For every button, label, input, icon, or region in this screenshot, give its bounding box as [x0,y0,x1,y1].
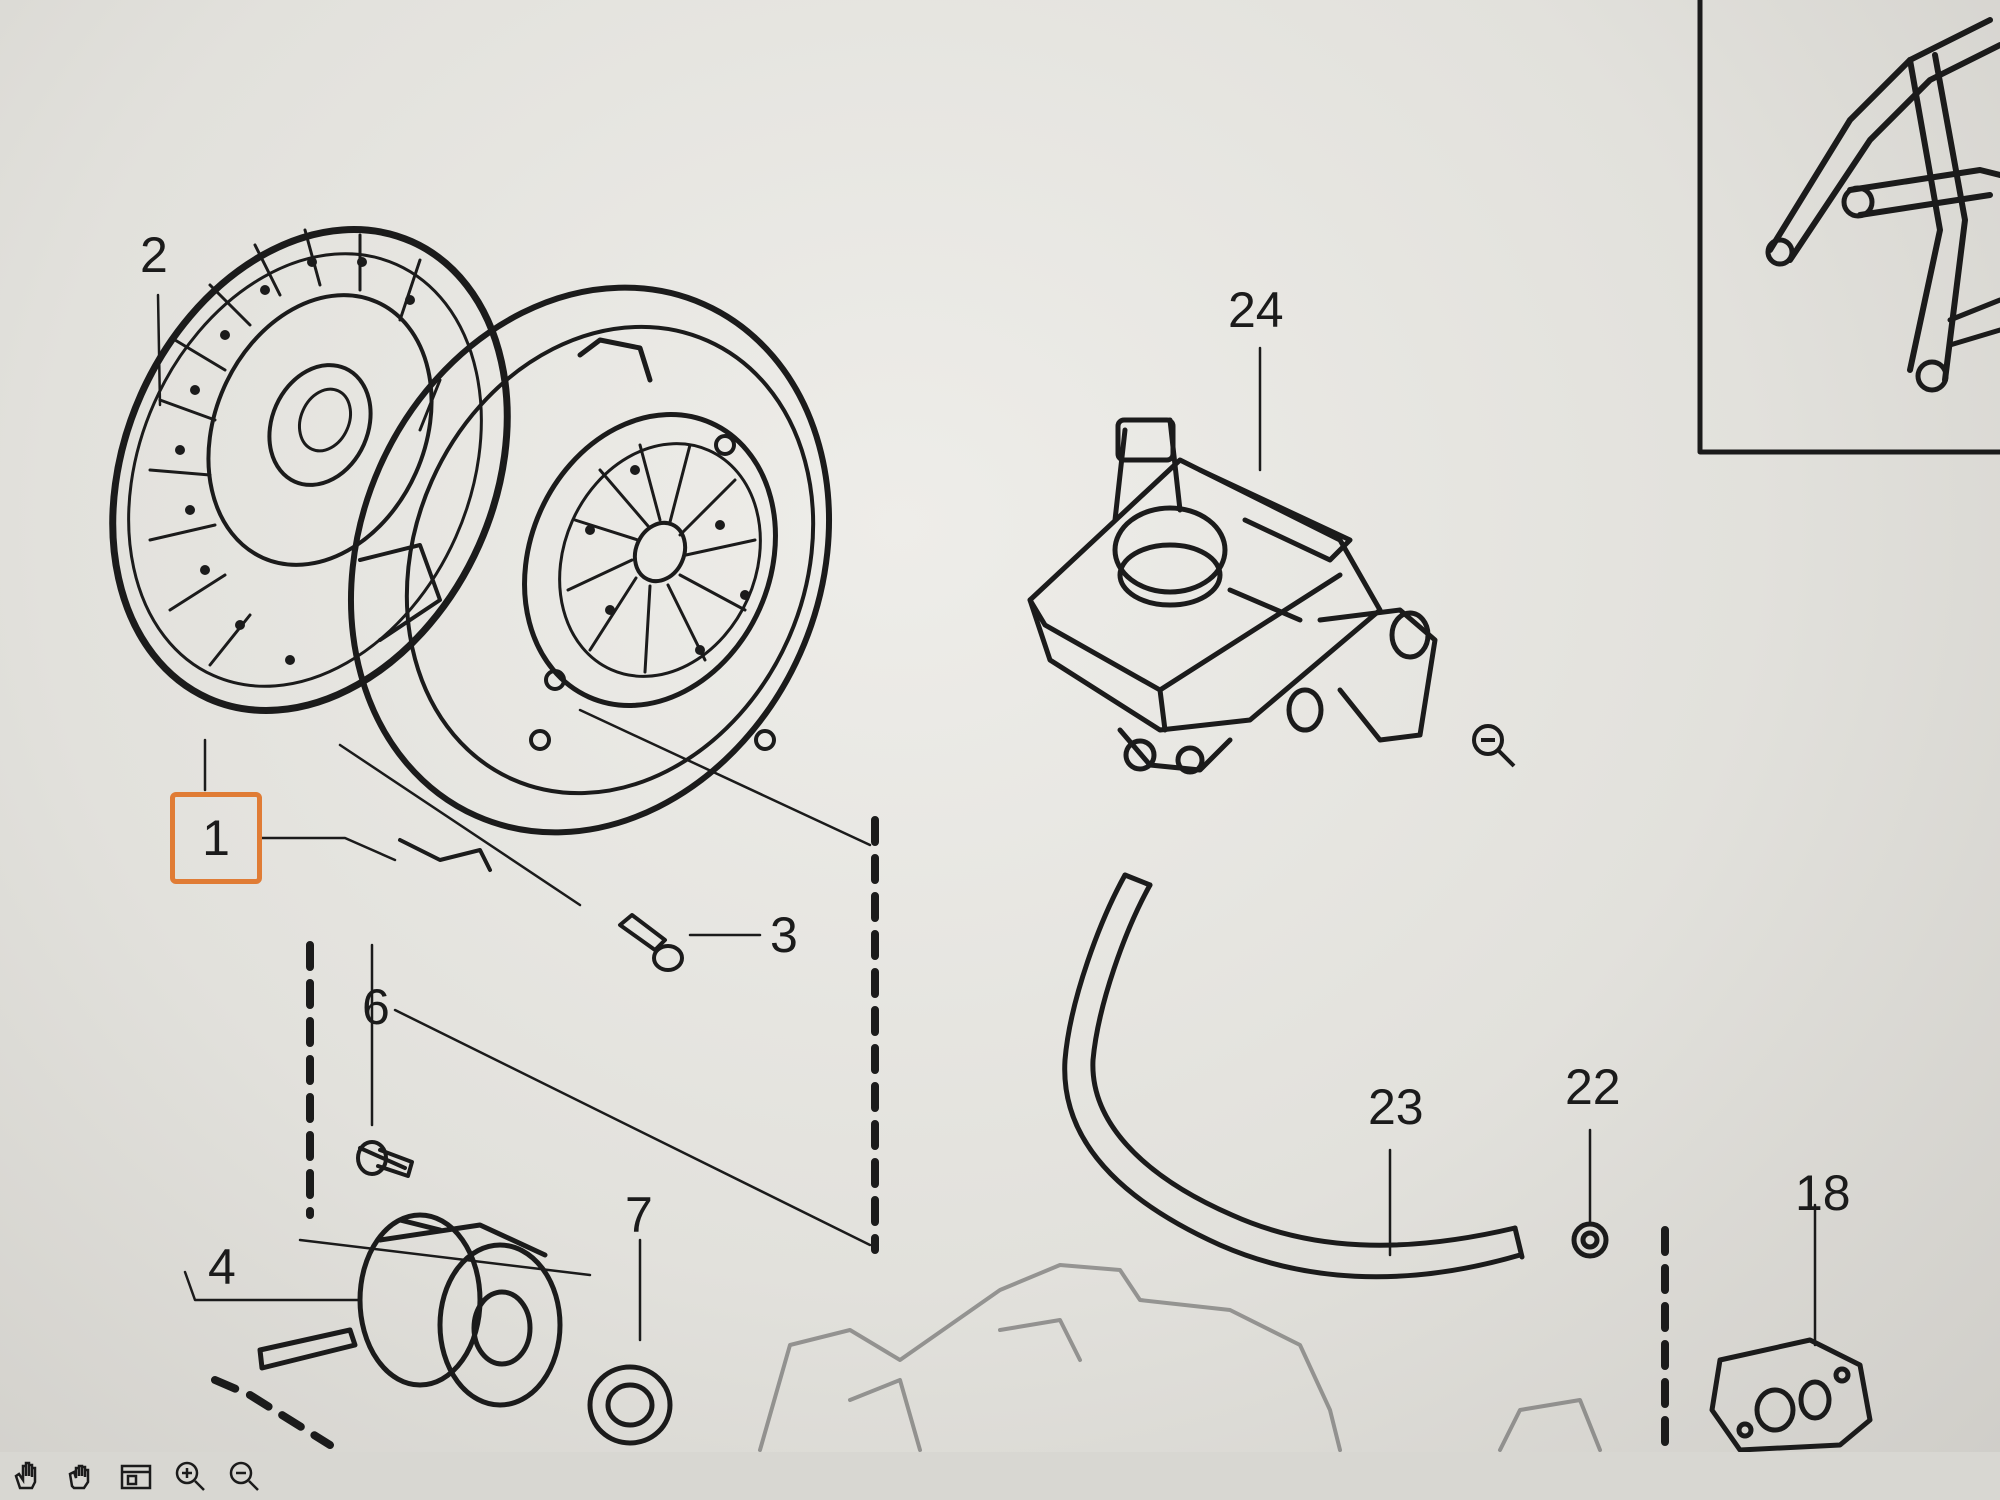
callout-2[interactable]: 2 [140,227,168,283]
callout-23[interactable]: 23 [1368,1079,1424,1135]
dashed-assembly-guides [211,816,1669,1454]
zoom-out-magnifier-icon[interactable] [1466,718,1522,779]
hose-clip-part [1571,1221,1609,1259]
viewer-toolbar [0,1452,2000,1500]
callout-22[interactable]: 22 [1565,1059,1621,1115]
zoom-in-button[interactable] [168,1456,212,1496]
zoom-out-icon [229,1461,259,1491]
zoom-out-button[interactable] [222,1456,266,1496]
callout-18[interactable]: 18 [1795,1165,1851,1221]
zoom-in-icon [175,1461,205,1491]
fluid-reservoir-part [1027,417,1438,775]
window-view-button[interactable] [114,1456,158,1496]
leader-lines [156,293,1817,1347]
gasket-part [1709,1337,1873,1453]
hose-part [1062,872,1525,1280]
callout-24[interactable]: 24 [1228,282,1284,338]
grab-tool-button[interactable] [60,1456,104,1496]
callout-1-label: 1 [202,810,230,866]
inset-detail-frame [1697,0,2000,455]
pressure-plate-part [348,284,832,872]
bolt-part [618,913,684,972]
hand-pan-icon [14,1461,37,1490]
pan-tool-button[interactable] [6,1456,50,1496]
clutch-disc-part [109,226,511,714]
callout-3[interactable]: 3 [770,907,798,963]
grab-icon [68,1464,90,1490]
callout-6[interactable]: 6 [362,979,390,1035]
slave-cylinder-part [257,1212,563,1408]
callout-1-selected[interactable]: 1 [170,792,262,884]
window-icon [120,1464,152,1490]
callout-7[interactable]: 7 [625,1187,653,1243]
seal-ring-part [587,1364,673,1446]
transmission-housing-part [758,1263,1602,1452]
screw-part [356,1140,414,1178]
callout-4[interactable]: 4 [208,1239,236,1295]
